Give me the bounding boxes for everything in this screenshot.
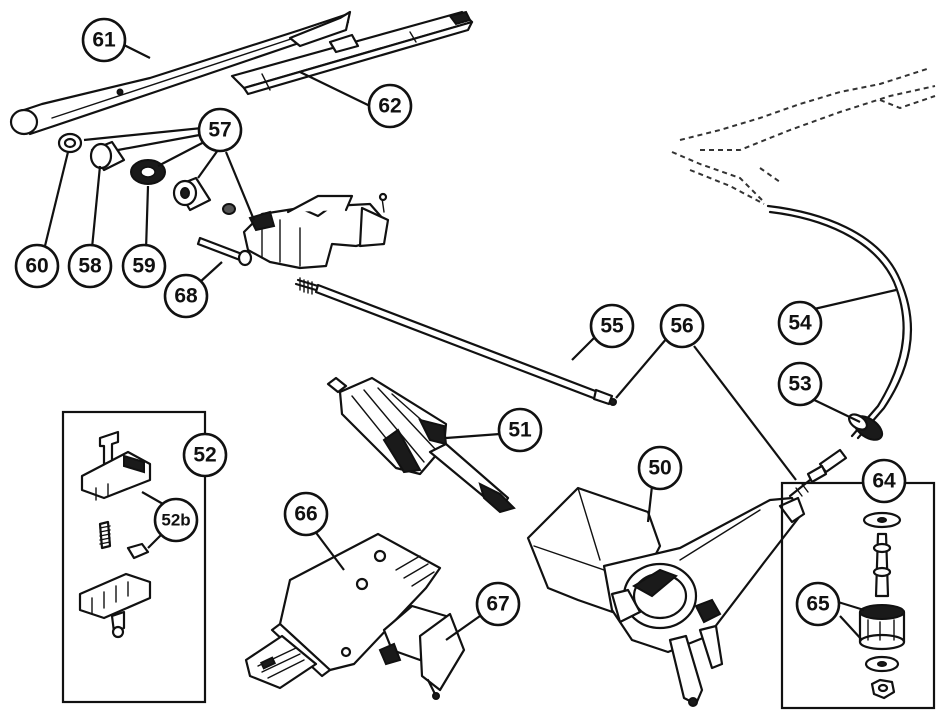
callout-64: 64 (861, 458, 907, 504)
washer-part-59 (130, 159, 166, 185)
callout-59: 59 (121, 243, 167, 289)
callout-label: 68 (174, 285, 198, 308)
callout-66: 66 (283, 491, 329, 537)
spring-part-52b (98, 520, 112, 550)
callout-label: 62 (378, 95, 401, 118)
leader-lines (42, 43, 897, 641)
bush-part-58 (89, 140, 126, 172)
callout-label: 52 (193, 444, 216, 467)
nut-part-65 (870, 678, 896, 700)
bolt-part-68 (196, 236, 253, 267)
callout-label: 51 (508, 419, 532, 442)
washer-part-64 (862, 511, 902, 529)
callout-label: 59 (132, 255, 155, 278)
callout-57: 57 (197, 107, 243, 153)
spacer-part-64 (872, 532, 892, 598)
callout-60: 60 (14, 243, 60, 289)
wheelbox-assembly (242, 192, 390, 270)
callout-68: 68 (163, 273, 209, 319)
callout-label: 54 (788, 312, 812, 335)
parts-box-64 (780, 481, 936, 710)
callout-label: 65 (806, 593, 830, 616)
callout-65: 65 (795, 581, 841, 627)
nut-part-60 (57, 132, 83, 154)
callout-61: 61 (81, 17, 127, 63)
callout-58: 58 (67, 243, 113, 289)
callout-label: 55 (600, 315, 624, 338)
callout-55: 55 (589, 303, 635, 349)
brush-part-52b (126, 542, 150, 560)
washer-part-65 (864, 655, 900, 673)
armature-part-51 (326, 376, 516, 514)
drive-cable-part-54 (671, 67, 936, 440)
callout-label: 56 (670, 315, 693, 338)
small-bush (222, 203, 236, 215)
callout-50: 50 (637, 445, 683, 491)
callout-52: 52 (182, 432, 228, 478)
callout-56: 56 (659, 303, 705, 349)
callout-53: 53 (777, 361, 823, 407)
wiper-blade-part-62 (230, 10, 474, 96)
callout-54: 54 (777, 300, 823, 346)
callout-label: 66 (294, 503, 317, 526)
callout-51: 51 (497, 407, 543, 453)
wiper-arm-part-61 (9, 10, 352, 136)
rubber-mount-part-65 (858, 604, 906, 651)
cable-ferrule (788, 448, 848, 498)
sleeve-part-57 (172, 176, 212, 212)
callout-52b: 52b (153, 497, 199, 543)
wiper-motor-part-50 (526, 486, 806, 707)
callout-label: 50 (648, 457, 671, 480)
rack-part-55 (294, 277, 617, 406)
grommet-part-53 (848, 413, 884, 441)
callout-label: 64 (872, 470, 896, 493)
callout-label: 67 (486, 593, 509, 616)
parts-box-52 (61, 410, 207, 704)
callout-label: 61 (92, 29, 116, 52)
callout-62: 62 (367, 83, 413, 129)
callout-67: 67 (475, 581, 521, 627)
brush-holder-part-52 (78, 572, 152, 639)
callout-label: 58 (78, 255, 102, 278)
clamp-part-67 (378, 604, 466, 700)
callout-label: 57 (208, 119, 231, 142)
callout-label: 52b (161, 511, 190, 530)
callout-label: 60 (25, 255, 48, 278)
brush-gear-part-52 (80, 430, 152, 501)
callout-label: 53 (788, 373, 811, 396)
